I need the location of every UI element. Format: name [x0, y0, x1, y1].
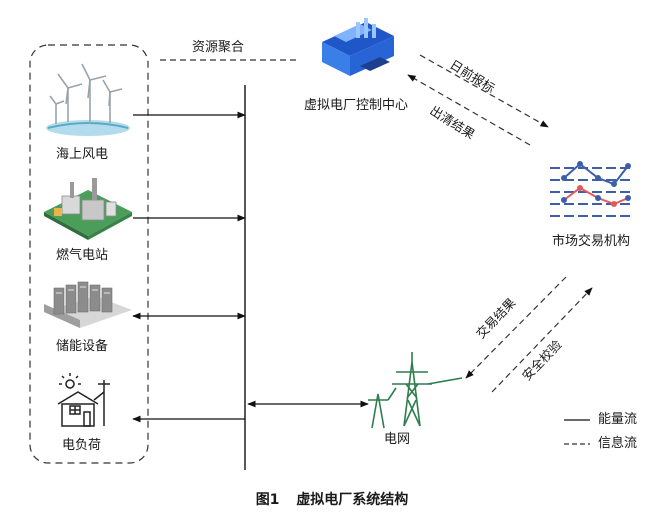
caption-title: 虚拟电厂系统结构	[296, 492, 409, 508]
gas-plant-icon	[44, 178, 132, 240]
figure-caption: 图1 虚拟电厂系统结构	[0, 489, 664, 509]
grid-label: 电网	[384, 432, 411, 447]
control-center-icon	[322, 18, 394, 76]
storage-label: 储能设备	[56, 339, 109, 354]
security-check-arrow	[491, 287, 593, 393]
market-label: 市场交易机构	[552, 234, 631, 249]
legend-info-label: 信息流	[598, 436, 638, 451]
energy-storage-icon	[44, 281, 132, 328]
legend-energy-label: 能量流	[598, 412, 638, 427]
aggregation-label: 资源聚合	[192, 40, 245, 55]
control-label: 虚拟电厂控制中心	[304, 98, 409, 113]
resource-group-frame	[29, 44, 149, 464]
caption-number: 图1	[255, 492, 280, 508]
clearing-arrow	[407, 74, 531, 146]
gas-label: 燃气电站	[56, 248, 109, 263]
offshore-wind-icon	[46, 63, 130, 136]
grid-pylon-icon	[368, 352, 463, 429]
wind-label: 海上风电	[56, 147, 109, 162]
bid-arrow	[419, 54, 549, 128]
load-label: 电负荷	[62, 438, 102, 453]
trade-result-arrow	[465, 276, 567, 379]
electric-load-icon	[57, 373, 110, 427]
market-chart-icon	[550, 161, 632, 217]
